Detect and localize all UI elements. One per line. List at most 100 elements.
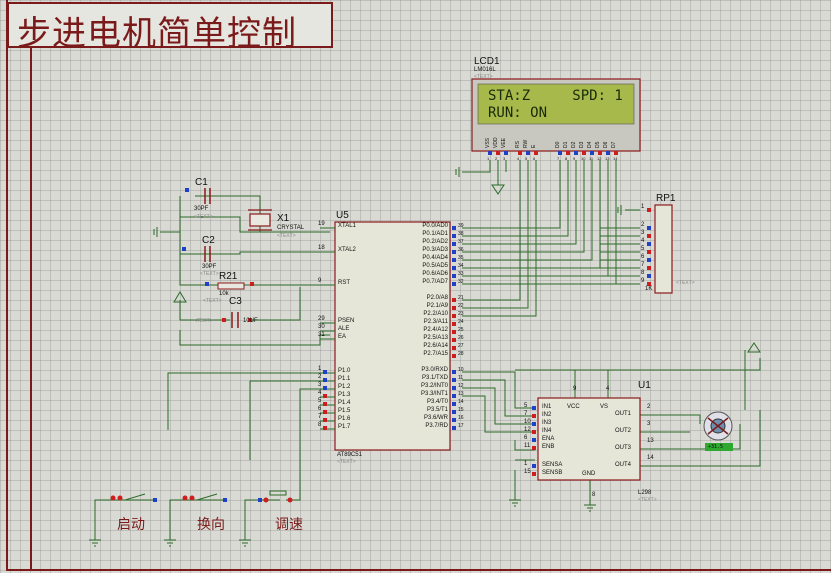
rp1-text-tag: <TEXT> — [676, 280, 695, 286]
button-speed[interactable] — [262, 490, 293, 503]
r21-value: 10k — [219, 291, 229, 297]
u1-pin-name: GND — [582, 471, 596, 477]
u1-pin-number: 12 — [524, 427, 531, 433]
u5-pin-marker — [452, 354, 456, 358]
ground-icon — [584, 504, 596, 512]
u1-pin-name: VS — [600, 404, 609, 410]
u5-pin-marker — [452, 258, 456, 262]
lcd-pin-number: 9 — [573, 156, 576, 161]
u5-pin-name: P0.4/AD4 — [422, 255, 448, 261]
u5-pin-number: 14 — [458, 399, 464, 405]
lcd-pin-marker — [566, 151, 570, 155]
r21-text-tag: <TEXT> — [203, 298, 222, 304]
power-arrow-icon — [491, 184, 505, 195]
lcd-pin-marker — [488, 151, 492, 155]
u5-pin-marker — [452, 402, 456, 406]
u5-pin-marker — [452, 314, 456, 318]
lcd-display[interactable] — [471, 78, 641, 152]
u5-pin-number: 22 — [458, 303, 464, 309]
rp1-pin-number: 8 — [641, 270, 645, 276]
c2-ref: C2 — [202, 235, 215, 246]
u5-pin-marker — [452, 266, 456, 270]
ground-icon — [153, 227, 158, 237]
u5-text-tag: <TEXT> — [337, 459, 356, 465]
resistor-r21[interactable] — [217, 282, 245, 290]
lcd-pin-name: D1 — [563, 141, 569, 148]
lcd-pin-number: 11 — [589, 156, 594, 161]
lcd-pin-marker — [614, 151, 618, 155]
button-reverse[interactable] — [182, 493, 225, 501]
lcd-line-2: RUN: ON — [488, 105, 548, 121]
u5-pin-marker — [452, 338, 456, 342]
u5-pin-number: 35 — [458, 255, 464, 261]
u5-pin-name: P0.1/AD1 — [422, 231, 448, 237]
u5-pin-number: 32 — [458, 279, 464, 285]
u1-pin-number: 1 — [524, 461, 528, 467]
u5-pin-marker — [323, 418, 327, 422]
u1-pin-name: OUT3 — [615, 445, 632, 451]
lcd-pin-marker — [558, 151, 562, 155]
lcd-model: LM016L — [474, 67, 496, 73]
u5-pin-name: P2.3/A11 — [423, 319, 448, 325]
lcd-pin-name: VDD — [493, 137, 499, 148]
ground-icon — [455, 167, 460, 177]
u5-pin-marker — [452, 250, 456, 254]
u5-pin-number: 24 — [458, 319, 464, 325]
c2-pin-marker — [182, 247, 186, 251]
x1-value: CRYSTAL — [277, 225, 305, 231]
u5-pin-marker — [323, 394, 327, 398]
u1-pin-name: IN2 — [542, 412, 552, 418]
u1-pin-marker — [532, 414, 536, 418]
lcd-pin-marker — [582, 151, 586, 155]
u5-pin-name: P0.5/AD5 — [422, 263, 448, 269]
rp1-pin-number: 5 — [641, 246, 645, 252]
u1-pin-marker — [532, 406, 536, 410]
u5-pin-number: 12 — [458, 383, 464, 389]
u5-pin-name: P2.6/A14 — [423, 343, 448, 349]
u5-pin-marker — [323, 410, 327, 414]
capacitor-c1[interactable] — [204, 188, 211, 204]
lcd-pin-name: VSS — [485, 137, 491, 148]
u1-pin-number: 13 — [647, 438, 654, 444]
u5-pin-marker — [452, 370, 456, 374]
u5-pin-number: 31 — [318, 332, 325, 338]
u5-pin-name: P0.0/AD0 — [422, 223, 448, 229]
u1-pin-number: 3 — [647, 421, 651, 427]
lcd-pin-marker — [504, 151, 508, 155]
u5-pin-name: XTAL1 — [338, 223, 356, 229]
u1-pin-marker — [532, 422, 536, 426]
rp1-pin-marker — [647, 226, 651, 230]
u5-pin-number: 18 — [318, 245, 325, 251]
u1-pin-marker — [532, 430, 536, 434]
u1-pin-number: 10 — [524, 419, 531, 425]
u1-pin-marker — [532, 464, 536, 468]
r21-pin-marker — [205, 282, 209, 286]
capacitor-c3[interactable] — [231, 312, 239, 328]
u5-pin-number: 30 — [318, 324, 325, 330]
crystal-x1[interactable] — [248, 209, 272, 231]
u5-pin-name: P2.4/A12 — [423, 327, 448, 333]
c3-text-tag: <TEXT> — [194, 318, 213, 324]
u5-pin-number: 28 — [458, 351, 464, 357]
u5-pin-name: P3.0/RXD — [421, 367, 448, 373]
u5-pin-name: P1.1 — [338, 376, 351, 382]
u5-pin-number: 27 — [458, 343, 464, 349]
button-reverse-label: 换向 — [197, 517, 225, 533]
driver-u1-body[interactable] — [537, 397, 641, 481]
u1-pin-name: VCC — [567, 404, 580, 410]
u5-pin-name: P0.6/AD6 — [422, 271, 448, 277]
u5-pin-marker — [323, 370, 327, 374]
u5-pin-marker — [323, 402, 327, 406]
stepper-motor[interactable] — [703, 411, 733, 451]
c3-ref: C3 — [229, 296, 242, 307]
ground-symbols — [89, 167, 761, 547]
resistor-pack-rp1[interactable] — [654, 204, 673, 294]
capacitor-c2[interactable] — [204, 246, 211, 262]
mcu-u5-body[interactable] — [334, 221, 451, 451]
u5-pin-marker — [452, 298, 456, 302]
rp1-pin-number: 7 — [641, 262, 645, 268]
u5-pin-name: PSEN — [338, 318, 355, 324]
rp1-pin-number: 4 — [641, 238, 645, 244]
c1-ref: C1 — [195, 177, 208, 188]
